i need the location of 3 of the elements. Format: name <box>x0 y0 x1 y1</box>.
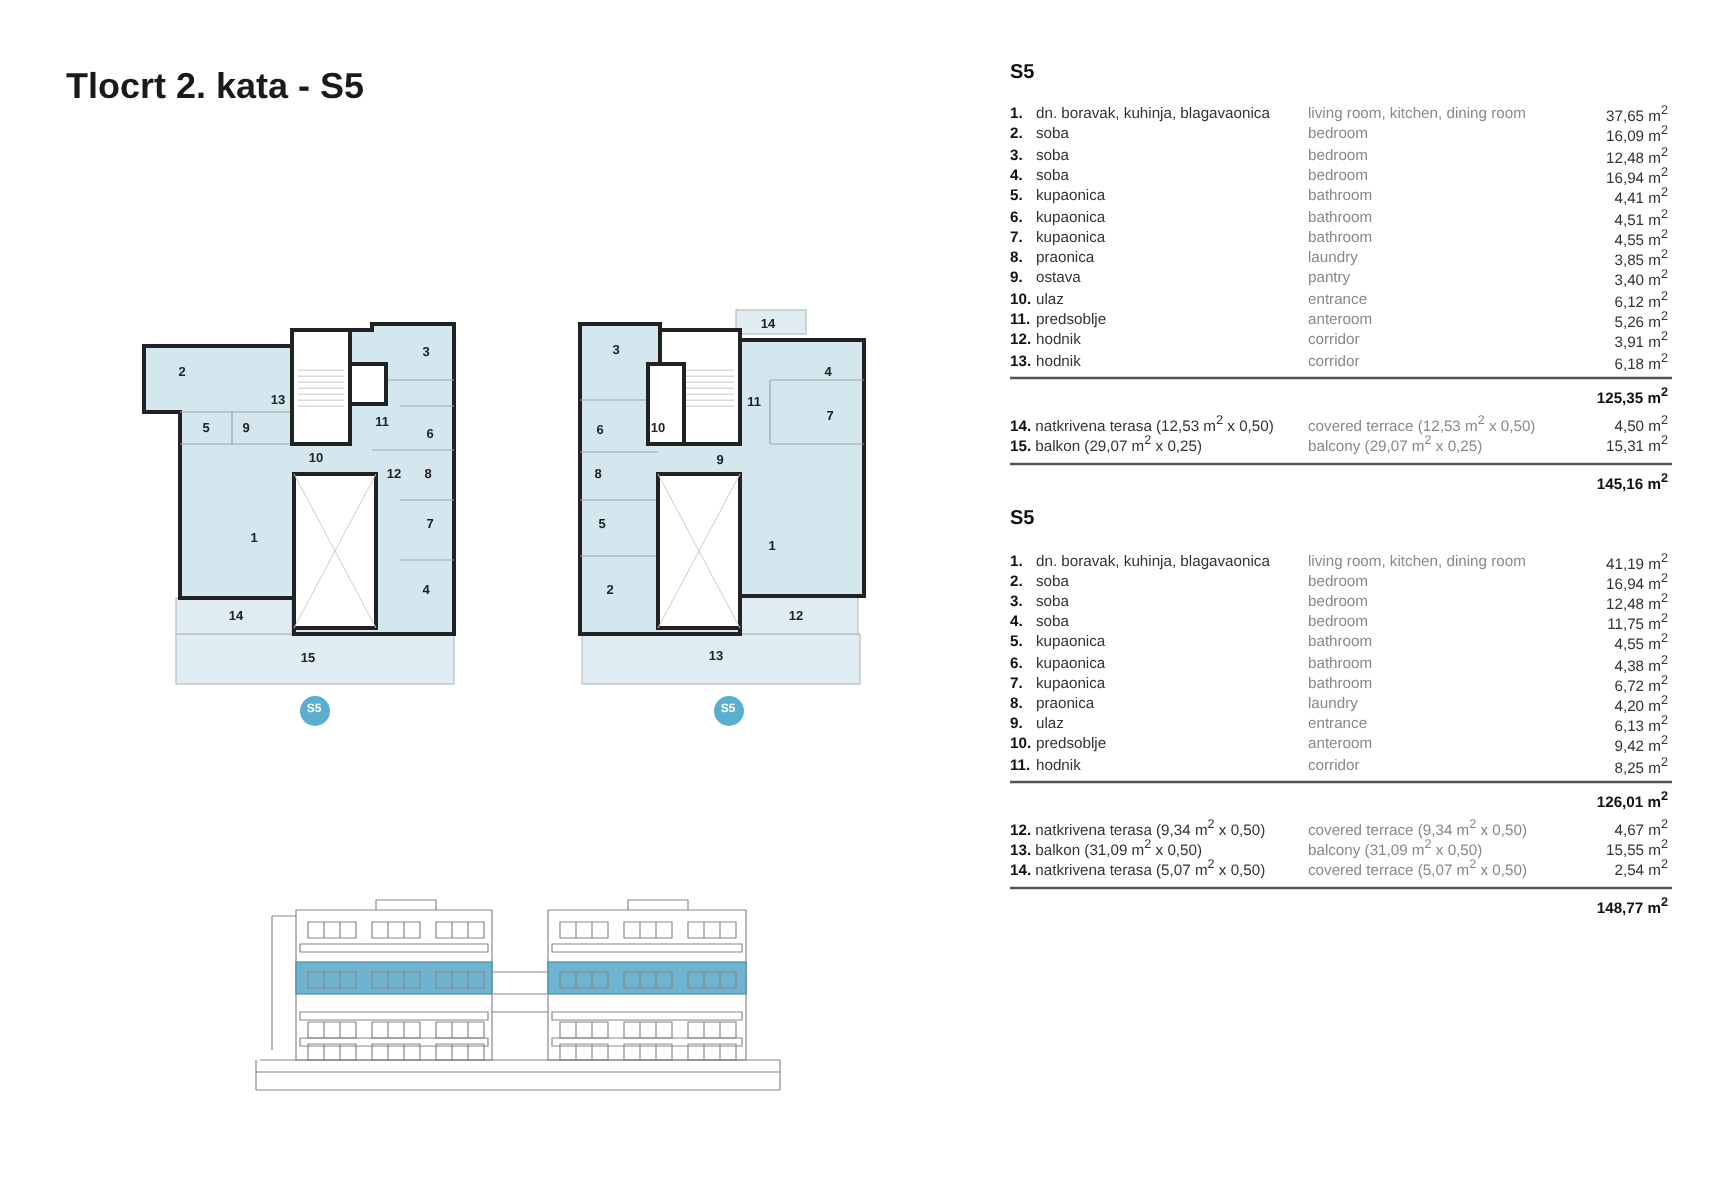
table-heading: S5 <box>1010 510 1035 530</box>
page-title: Tlocrt 2. kata - S5 <box>66 68 365 104</box>
table-heading: S5 <box>1010 64 1035 84</box>
